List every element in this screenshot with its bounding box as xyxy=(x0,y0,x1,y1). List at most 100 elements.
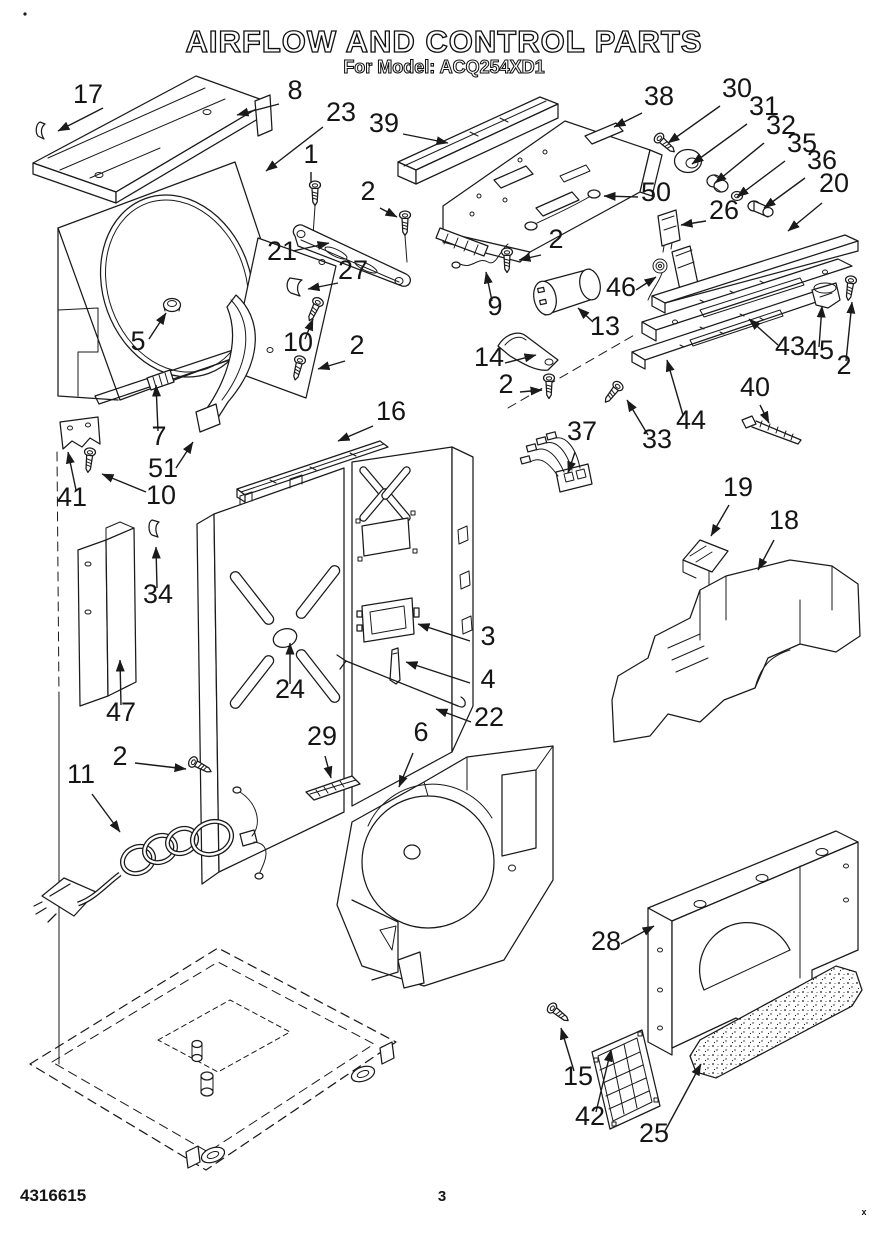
link-rod-part22 xyxy=(337,655,465,707)
louver-link-part4 xyxy=(390,648,400,684)
bracket-part14 xyxy=(498,333,558,370)
part-callout-38: 38 xyxy=(644,81,674,111)
document-number: 4316615 xyxy=(20,1186,86,1205)
part-callout-31: 31 xyxy=(749,91,779,121)
part-callout-2: 2 xyxy=(360,176,375,206)
part-callout-15: 15 xyxy=(563,1061,593,1091)
brace-bracket-part21 xyxy=(293,225,410,286)
base-stud xyxy=(192,1041,202,1062)
control-rails-part20-43-44 xyxy=(632,235,858,369)
part-callout-45: 45 xyxy=(804,335,834,365)
part-callout-32: 32 xyxy=(766,110,796,140)
part-callout-43: 43 xyxy=(775,331,805,361)
part-callout-2: 2 xyxy=(349,330,364,360)
shaft-part36 xyxy=(748,201,773,217)
part-callout-34: 34 xyxy=(143,579,173,609)
part-callout-7: 7 xyxy=(151,421,166,451)
part-callout-4: 4 xyxy=(480,664,495,694)
part-callout-5: 5 xyxy=(130,326,145,356)
part-callout-44: 44 xyxy=(676,405,706,435)
air-deflector-part24 xyxy=(197,447,473,884)
part-callout-9: 9 xyxy=(487,291,502,321)
part-callout-3: 3 xyxy=(480,621,495,651)
part-callout-37: 37 xyxy=(567,416,597,446)
part-callout-21: 21 xyxy=(267,236,297,266)
clip-part17 xyxy=(36,122,45,139)
part-callout-2: 2 xyxy=(498,369,513,399)
part-callout-40: 40 xyxy=(740,372,770,402)
fan-nut-part5 xyxy=(164,299,181,312)
part-callout-6: 6 xyxy=(413,717,428,747)
part-callout-39: 39 xyxy=(369,108,399,138)
part-callout-13: 13 xyxy=(590,311,620,341)
part-callout-41: 41 xyxy=(57,482,87,512)
mount-rail-part16 xyxy=(237,441,388,502)
part-callout-51: 51 xyxy=(148,453,178,483)
part-callout-8: 8 xyxy=(287,75,302,105)
louver-motor-part3 xyxy=(357,598,419,642)
part-callout-20: 20 xyxy=(819,168,849,198)
thermostat-part46 xyxy=(648,246,698,300)
part-callout-1: 1 xyxy=(303,139,318,169)
switch-part26 xyxy=(658,210,680,252)
part-callout-42: 42 xyxy=(575,1101,605,1131)
part-callout-22: 22 xyxy=(474,702,504,732)
part-callout-50: 50 xyxy=(641,177,671,207)
clip-part19 xyxy=(683,540,728,578)
bulkhead-panel-part28 xyxy=(648,831,858,1055)
part-callout-14: 14 xyxy=(474,342,504,372)
part-callout-36: 36 xyxy=(807,145,837,175)
part-callout-2: 2 xyxy=(548,224,563,254)
scroll-housing-part6 xyxy=(337,746,553,988)
screw-part2-a xyxy=(398,210,412,237)
capacitor-part13 xyxy=(531,267,603,317)
part-callout-11: 11 xyxy=(67,759,95,789)
part-callout-30: 30 xyxy=(722,73,752,103)
bolt-part40 xyxy=(742,416,801,444)
control-panel-part38 xyxy=(436,121,662,262)
part-callout-24: 24 xyxy=(275,674,305,704)
control-knob-part45 xyxy=(812,283,840,308)
registration-dot xyxy=(23,12,27,16)
model-subtitle: For Model: ACQ254XD1 xyxy=(343,57,544,77)
part-callout-46: 46 xyxy=(606,272,636,302)
part-callout-17: 17 xyxy=(73,79,103,109)
part-callout-2: 2 xyxy=(112,741,127,771)
screw-part15 xyxy=(544,1000,573,1026)
callout-arrows xyxy=(57,104,856,1131)
base-stud xyxy=(201,1072,213,1096)
support-arm-part51 xyxy=(196,295,255,432)
base-pan-phantom xyxy=(30,948,396,1170)
control-bracket-part39 xyxy=(398,97,558,184)
page-title: AIRFLOW AND CONTROL PARTS xyxy=(186,24,703,59)
part-callout-18: 18 xyxy=(769,505,799,535)
page-number: 3 xyxy=(438,1188,446,1205)
corner-print-mark: x xyxy=(861,1207,866,1217)
part-callout-23: 23 xyxy=(326,97,356,127)
clip-part34 xyxy=(149,520,159,537)
screw-part2-c xyxy=(542,373,556,400)
part-callout-47: 47 xyxy=(106,697,136,727)
air-duct-part18 xyxy=(612,560,860,742)
sensor-wire-part50 xyxy=(525,190,600,230)
power-cord-part11 xyxy=(34,787,266,922)
screw-part10-b xyxy=(81,446,97,474)
part-callout-10: 10 xyxy=(283,327,313,357)
part-callout-28: 28 xyxy=(591,926,621,956)
part-callout-2: 2 xyxy=(836,350,851,380)
top-air-seal-panel-part8 xyxy=(33,76,272,203)
curtain-panel-part47 xyxy=(78,522,136,706)
wire-harness-part37 xyxy=(520,432,592,492)
part-callout-29: 29 xyxy=(307,721,337,751)
part-callout-19: 19 xyxy=(723,472,753,502)
part-callout-25: 25 xyxy=(639,1118,669,1148)
part-callout-26: 26 xyxy=(709,195,739,225)
part-callout-10: 10 xyxy=(146,480,176,510)
screw-part2-d xyxy=(842,274,858,302)
part-callout-16: 16 xyxy=(376,396,406,426)
seal-strip-part29 xyxy=(306,776,360,800)
part-callout-35: 35 xyxy=(787,128,817,158)
